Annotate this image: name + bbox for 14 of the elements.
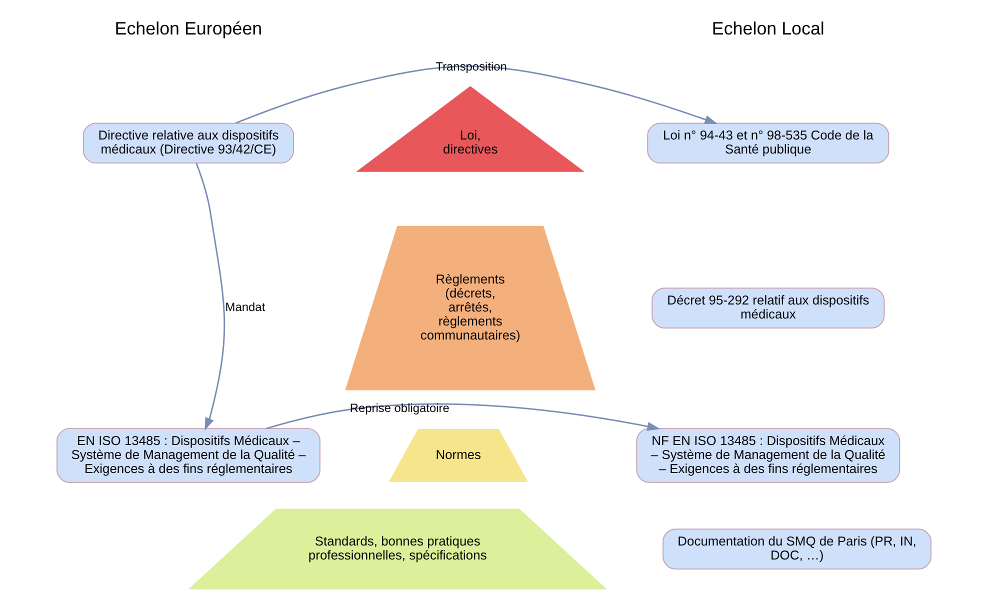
node-box: NF EN ISO 13485 : Dispositifs Médicaux – Système de Management de la Qualité – Exigences à des fins réglementaires <box>636 428 900 483</box>
node-box: Directive relative aux dispositifs médicaux (Directive 93/42/CE) <box>82 122 294 164</box>
node-box: Loi n° 94-43 et n° 98-535 Code de la Santé publique <box>647 122 890 164</box>
label: Echelon Local <box>712 18 824 38</box>
node-box: Documentation du SMQ de Paris (PR, IN, DOC, …) <box>662 528 932 570</box>
edge-label: Reprise obligatoire <box>350 401 450 416</box>
arrow <box>266 403 660 431</box>
arrow <box>196 162 226 431</box>
label: Echelon Européen <box>114 18 262 38</box>
arrow <box>235 66 718 124</box>
node-box: EN ISO 13485 : Dispositifs Médicaux – Système de Management de la Qualité – Exigences à des fins réglementaires <box>56 428 320 483</box>
node-box: Décret 95-292 relatif aux dispositifs médicaux <box>652 288 885 328</box>
edge-label: Mandat <box>225 300 266 314</box>
edge-label: Transposition <box>436 59 507 74</box>
